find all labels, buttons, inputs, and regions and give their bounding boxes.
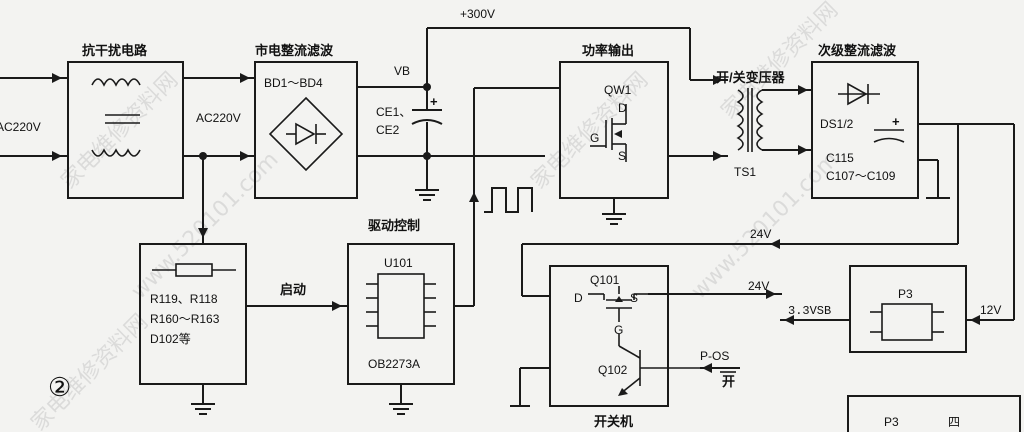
emi-choke-icon xyxy=(91,78,141,157)
q-g-label: G xyxy=(614,323,623,337)
ts1-label: TS1 xyxy=(734,165,756,179)
drive-control-title: 驱动控制 xyxy=(368,218,420,233)
c115-label: C115 xyxy=(826,151,854,165)
startup-resistor-block xyxy=(139,243,247,385)
power-switch-block xyxy=(549,265,669,407)
resistor-line-1: R119、R118 xyxy=(150,292,218,306)
resistor-line-3: D102等 xyxy=(150,332,191,346)
q102-label: Q102 xyxy=(598,363,628,377)
vb-label: VB xyxy=(394,64,410,78)
connector-icon xyxy=(870,303,944,341)
emi-filter-block xyxy=(67,61,184,199)
plus300-label: +300V xyxy=(460,7,495,21)
diode-icon xyxy=(838,82,880,106)
c107-label: C107～C109 xyxy=(826,169,896,183)
q-d-label: D xyxy=(574,291,583,305)
svg-text:+: + xyxy=(430,94,438,109)
bulk-capacitor-icon: + xyxy=(411,94,443,201)
watermark: 家电维修资料网 xyxy=(27,310,154,432)
resistor-line-2: R160～R163 xyxy=(150,312,220,326)
power-switch-title: 开关机 xyxy=(594,414,633,429)
ac-input-wires xyxy=(0,73,68,161)
q101-mosfet-icon xyxy=(588,286,648,322)
transformer-title: 开/关变压器 xyxy=(716,70,786,85)
p3-label: P3 xyxy=(898,287,913,301)
mains-rectifier-title: 市电整流滤波 xyxy=(255,43,334,58)
power-output-title: 功率输出 xyxy=(582,43,634,58)
p3-lower-block xyxy=(847,395,1021,432)
bridge-rectifier-icon xyxy=(268,96,344,172)
ob-label: OB2273A xyxy=(368,357,420,371)
emi-filter-title: 抗干扰电路 xyxy=(82,43,148,58)
transformer-icon xyxy=(736,88,764,152)
ground-symbol xyxy=(602,213,626,225)
p3-connector-block xyxy=(849,265,967,353)
qw1-label: QW1 xyxy=(604,83,632,97)
pos-label: P-OS xyxy=(700,349,729,363)
ds-label: DS1/2 xyxy=(820,117,854,131)
secondary-rectifier-block xyxy=(811,61,919,199)
mosfet-icon xyxy=(590,104,627,162)
p3-lower-label: P3 xyxy=(884,415,899,429)
pin-g-label: G xyxy=(590,131,599,145)
ce1-label: CE1、 xyxy=(376,105,411,119)
q101-label: Q101 xyxy=(590,273,620,287)
v12-label: 12V xyxy=(980,303,1001,317)
bottom-right-label: 四 xyxy=(948,415,960,429)
vsb-label: 3.3VSB xyxy=(788,304,831,318)
resistor-icon xyxy=(152,263,236,277)
watermark: www.520101.com xyxy=(127,147,284,304)
startup-label: 启动 xyxy=(280,282,306,297)
q102-transistor-icon xyxy=(618,334,700,396)
watermark: 家电维修资料网 xyxy=(57,68,184,195)
pin-d-label: D xyxy=(618,101,627,115)
pwm-waveform-icon xyxy=(484,187,533,213)
svg-text:+: + xyxy=(892,114,900,129)
q-s-label: S xyxy=(630,291,638,305)
mains-rectifier-block xyxy=(254,61,358,199)
u101-label: U101 xyxy=(384,256,413,270)
output-capacitor-icon: + xyxy=(873,114,905,143)
kai-label: 开 xyxy=(722,374,735,389)
ce2-label: CE2 xyxy=(376,123,400,137)
circled-number: ② xyxy=(48,372,71,402)
v24-right-label: 24V xyxy=(748,279,769,293)
bridge-label: BD1～BD4 xyxy=(264,76,323,90)
ac-input-label: AC220V xyxy=(0,120,41,134)
ground-symbol xyxy=(191,403,215,415)
pin-s-label: S xyxy=(618,149,626,163)
secondary-rectifier-title: 次级整流滤波 xyxy=(818,43,897,58)
v24-top-label: 24V xyxy=(750,227,771,241)
ac-mid-label: AC220V xyxy=(196,111,241,125)
ic-chip-icon xyxy=(366,273,436,339)
ground-symbol xyxy=(389,403,413,415)
